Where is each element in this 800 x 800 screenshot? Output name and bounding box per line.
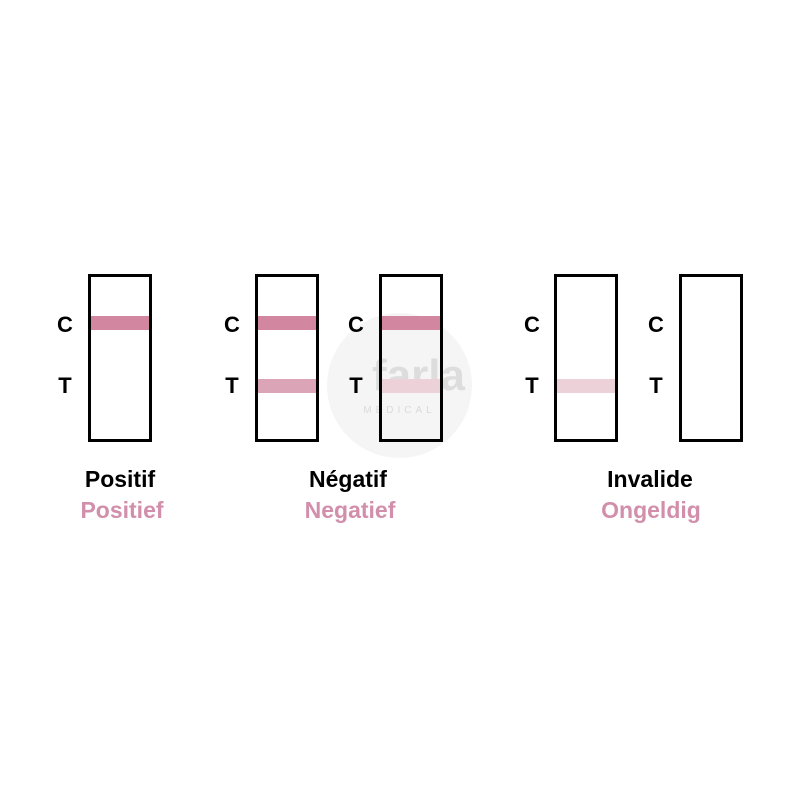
- test-strip: [255, 274, 319, 442]
- test-strip: [554, 274, 618, 442]
- watermark-sub: MEDICAL: [363, 405, 436, 416]
- t-label: T: [58, 373, 72, 398]
- caption-negative-nl: Negatief: [304, 497, 396, 523]
- test-strip: [88, 274, 152, 442]
- t-label: T: [649, 373, 663, 398]
- c-label: C: [648, 312, 664, 337]
- caption-positive-fr: Positif: [84, 466, 156, 492]
- caption-invalid-nl: Ongeldig: [601, 497, 701, 523]
- t-label: T: [225, 373, 239, 398]
- watermark-logo: farla MEDICAL: [327, 313, 472, 458]
- faint-test-band: [382, 379, 440, 393]
- test-band: [258, 379, 316, 393]
- caption-positive-nl: Positief: [80, 497, 164, 523]
- control-band: [91, 316, 149, 330]
- c-label: C: [57, 312, 73, 337]
- faint-test-band: [557, 379, 615, 393]
- c-label: C: [524, 312, 540, 337]
- control-band: [382, 316, 440, 330]
- caption-invalid-fr: Invalide: [607, 466, 693, 492]
- control-band: [258, 316, 316, 330]
- test-strip: [679, 274, 743, 442]
- t-label: T: [349, 373, 363, 398]
- test-strip: [379, 274, 443, 442]
- t-label: T: [525, 373, 539, 398]
- c-label: C: [224, 312, 240, 337]
- c-label: C: [348, 312, 364, 337]
- caption-negative-fr: Négatif: [309, 466, 387, 492]
